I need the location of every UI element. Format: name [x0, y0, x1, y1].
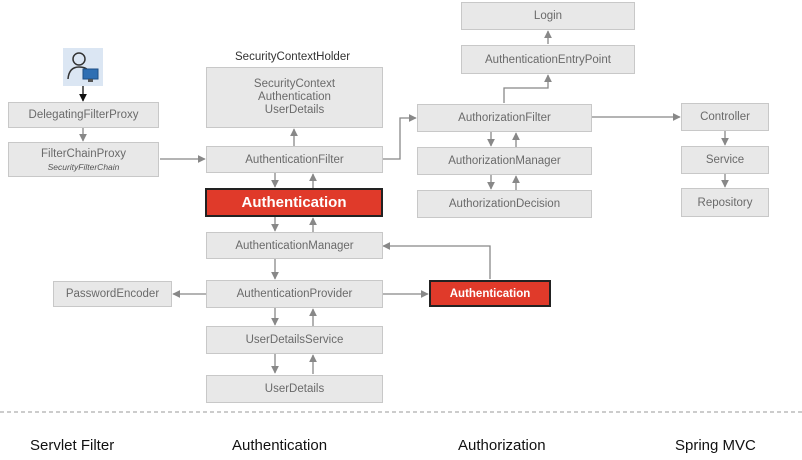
security-context-holder-label: SecurityContextHolder: [235, 51, 351, 63]
security-filter-chain-label: SecurityFilterChain: [47, 161, 120, 172]
section-label-servlet-filter: Servlet Filter: [30, 437, 115, 454]
arrow-authzfilter-to-entrypoint: [503, 74, 552, 103]
password-encoder-box: PasswordEncoder: [53, 281, 172, 307]
authorization-manager-label: AuthorizationManager: [448, 155, 561, 167]
controller-box: Controller: [681, 103, 769, 131]
authentication-entry-point-label: AuthenticationEntryPoint: [485, 53, 611, 66]
controller-label: Controller: [700, 111, 750, 123]
authentication-result-box: Authentication: [429, 280, 551, 307]
authentication-manager-box: AuthenticationManager: [206, 232, 383, 259]
login-box: Login: [461, 2, 635, 30]
user-details-service-box: UserDetailsService: [206, 326, 383, 354]
security-context-line: SecurityContext: [253, 78, 336, 90]
password-encoder-label: PasswordEncoder: [65, 288, 160, 300]
authentication-provider-label: AuthenticationProvider: [236, 288, 353, 300]
arrow-authfilter-to-authzfilter: [382, 114, 417, 160]
authentication-entry-point-box: AuthenticationEntryPoint: [461, 45, 635, 74]
authentication-filter-box: AuthenticationFilter: [206, 146, 383, 173]
authentication-manager-label: AuthenticationManager: [235, 239, 354, 252]
authorization-filter-box: AuthorizationFilter: [417, 104, 592, 132]
repository-box: Repository: [681, 188, 769, 217]
authentication-result-label: Authentication: [449, 287, 531, 300]
section-label-spring-mvc: Spring MVC: [675, 437, 756, 454]
security-context-authentication-line: Authentication: [258, 91, 331, 103]
authorization-decision-box: AuthorizationDecision: [417, 190, 592, 218]
user-details-service-label: UserDetailsService: [245, 334, 344, 346]
authentication-provider-box: AuthenticationProvider: [206, 280, 383, 308]
authorization-decision-label: AuthorizationDecision: [448, 198, 561, 210]
arrow-result-to-manager: [382, 242, 491, 279]
security-context-userdetails-line: UserDetails: [264, 104, 325, 116]
delegating-filter-proxy-label: DelegatingFilterProxy: [28, 109, 139, 121]
filter-chain-proxy-box: FilterChainProxy SecurityFilterChain: [8, 142, 159, 177]
security-context-box: SecurityContext Authentication UserDetai…: [206, 67, 383, 128]
authorization-filter-label: AuthorizationFilter: [458, 112, 551, 124]
section-label-authorization: Authorization: [458, 437, 546, 454]
delegating-filter-proxy-box: DelegatingFilterProxy: [8, 102, 159, 128]
section-label-authentication: Authentication: [232, 437, 328, 454]
user-computer-icon: [63, 48, 103, 86]
authorization-manager-box: AuthorizationManager: [417, 147, 592, 175]
authentication-filter-label: AuthenticationFilter: [245, 153, 344, 166]
filter-chain-proxy-label: FilterChainProxy: [41, 147, 126, 160]
user-details-label: UserDetails: [264, 383, 325, 395]
service-label: Service: [705, 154, 745, 166]
repository-label: Repository: [697, 196, 753, 209]
authentication-highlight-box: Authentication: [205, 188, 383, 217]
user-details-box: UserDetails: [206, 375, 383, 403]
authentication-highlight-label: Authentication: [241, 194, 347, 211]
service-box: Service: [681, 146, 769, 174]
login-label: Login: [533, 10, 563, 22]
